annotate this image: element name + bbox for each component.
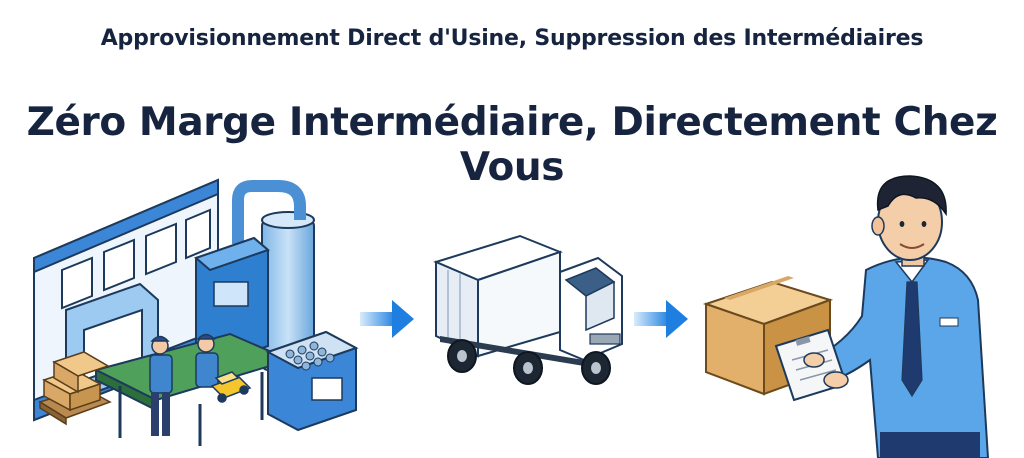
factory-illustration: [33, 178, 359, 446]
worker-2: [195, 333, 219, 388]
delivery-truck-illustration: [433, 234, 623, 385]
worker-1: [149, 335, 173, 436]
delivery-customer-illustration: [774, 175, 990, 458]
page-subtitle: Approvisionnement Direct d'Usine, Suppre…: [100, 26, 924, 51]
right-arrow-icon: [360, 300, 414, 338]
page-title: Zéro Marge Intermédiaire, Directement Ch…: [26, 100, 998, 190]
right-arrow-icon: [634, 300, 688, 338]
